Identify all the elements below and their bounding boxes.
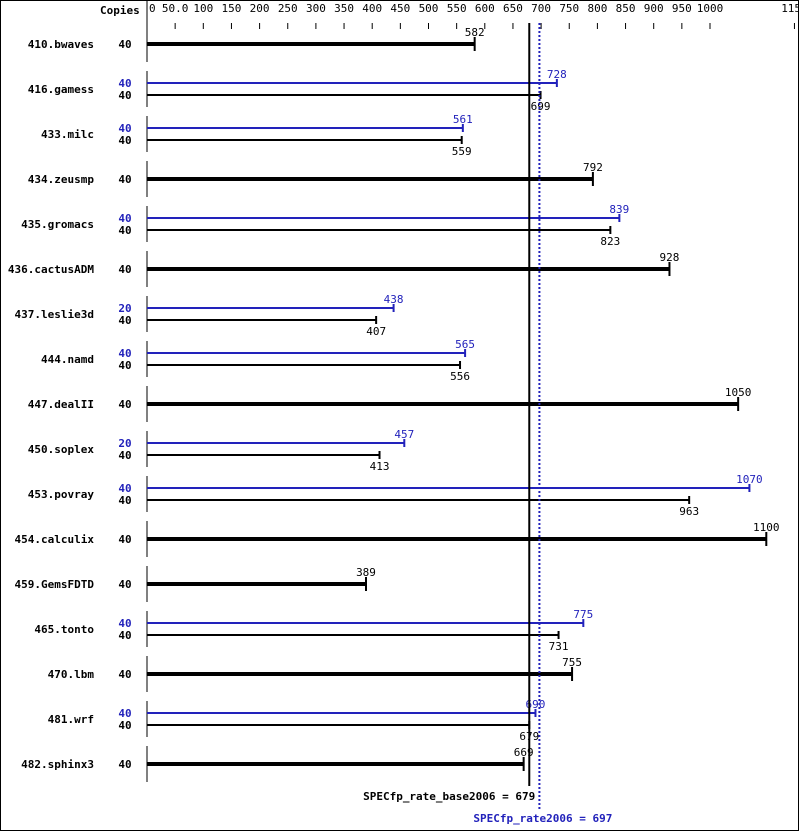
benchmark-label: 434.zeusmp xyxy=(28,173,95,186)
benchmark-label: 482.sphinx3 xyxy=(21,758,94,771)
base-value: 1050 xyxy=(725,386,752,399)
tick-label: 500 xyxy=(419,2,439,15)
base-copies: 40 xyxy=(118,578,131,591)
peak-copies: 40 xyxy=(118,77,131,90)
benchmark-label: 436.cactusADM xyxy=(8,263,94,276)
peak-value: 1070 xyxy=(736,473,763,486)
base-copies: 40 xyxy=(118,758,131,771)
peak-value: 438 xyxy=(384,293,404,306)
peak-summary: SPECfp_rate2006 = 697 xyxy=(473,812,612,825)
peak-copies: 40 xyxy=(118,482,131,495)
tick-label: 350 xyxy=(334,2,354,15)
peak-value: 839 xyxy=(609,203,629,216)
base-value: 669 xyxy=(514,746,534,759)
base-value: 699 xyxy=(531,100,551,113)
tick-label: 400 xyxy=(362,2,382,15)
tick-label: 50.0 xyxy=(162,2,189,15)
tick-label: 950 xyxy=(672,2,692,15)
tick-label: 250 xyxy=(278,2,298,15)
tick-label: 150 xyxy=(222,2,242,15)
peak-value: 565 xyxy=(455,338,475,351)
tick-label: 450 xyxy=(390,2,410,15)
benchmark-label: 453.povray xyxy=(28,488,95,501)
base-copies: 40 xyxy=(118,173,131,186)
base-copies: 40 xyxy=(118,533,131,546)
tick-label: 650 xyxy=(503,2,523,15)
benchmark-label: 444.namd xyxy=(41,353,94,366)
base-copies: 40 xyxy=(118,263,131,276)
base-copies: 40 xyxy=(118,668,131,681)
peak-copies: 40 xyxy=(118,707,131,720)
peak-copies: 40 xyxy=(118,122,131,135)
tick-label: 900 xyxy=(644,2,664,15)
tick-label: 600 xyxy=(475,2,495,15)
tick-label: 850 xyxy=(616,2,636,15)
tick-label: 300 xyxy=(306,2,326,15)
benchmark-label: 447.dealII xyxy=(28,398,94,411)
benchmark-label: 437.leslie3d xyxy=(15,308,94,321)
peak-copies: 40 xyxy=(118,617,131,630)
tick-label: 700 xyxy=(531,2,551,15)
peak-value: 728 xyxy=(547,68,567,81)
base-value: 413 xyxy=(370,460,390,473)
peak-copies: 40 xyxy=(118,212,131,225)
benchmark-label: 433.milc xyxy=(41,128,94,141)
base-value: 559 xyxy=(452,145,472,158)
tick-label: 550 xyxy=(447,2,467,15)
peak-copies: 20 xyxy=(118,437,131,450)
tick-label: 750 xyxy=(559,2,579,15)
tick-label: 1150 xyxy=(781,2,798,15)
base-copies: 40 xyxy=(118,359,131,372)
base-copies: 40 xyxy=(118,134,131,147)
peak-copies: 20 xyxy=(118,302,131,315)
peak-copies: 40 xyxy=(118,347,131,360)
base-value: 1100 xyxy=(753,521,780,534)
base-copies: 40 xyxy=(118,449,131,462)
base-value: 755 xyxy=(562,656,582,669)
base-value: 389 xyxy=(356,566,376,579)
peak-value: 561 xyxy=(453,113,473,126)
peak-value: 457 xyxy=(394,428,414,441)
base-copies: 40 xyxy=(118,89,131,102)
base-value: 963 xyxy=(679,505,699,518)
tick-label: 800 xyxy=(587,2,607,15)
benchmark-label: 470.lbm xyxy=(48,668,95,681)
benchmark-label: 454.calculix xyxy=(15,533,95,546)
benchmark-label: 450.soplex xyxy=(28,443,95,456)
base-copies: 40 xyxy=(118,38,131,51)
tick-label: 100 xyxy=(193,2,213,15)
base-copies: 40 xyxy=(118,224,131,237)
base-value: 582 xyxy=(465,26,485,39)
base-value: 731 xyxy=(549,640,569,653)
benchmark-label: 459.GemsFDTD xyxy=(15,578,95,591)
peak-value: 690 xyxy=(526,698,546,711)
benchmark-label: 410.bwaves xyxy=(28,38,94,51)
base-value: 928 xyxy=(660,251,680,264)
base-value: 792 xyxy=(583,161,603,174)
benchmark-label: 481.wrf xyxy=(48,713,94,726)
base-copies: 40 xyxy=(118,494,131,507)
benchmark-label: 435.gromacs xyxy=(21,218,94,231)
base-value: 823 xyxy=(600,235,620,248)
base-summary: SPECfp_rate_base2006 = 679 xyxy=(363,790,535,803)
copies-header: Copies xyxy=(100,4,140,17)
benchmark-label: 416.gamess xyxy=(28,83,94,96)
base-copies: 40 xyxy=(118,629,131,642)
benchmark-label: 465.tonto xyxy=(34,623,94,636)
base-copies: 40 xyxy=(118,314,131,327)
base-copies: 40 xyxy=(118,719,131,732)
base-value: 556 xyxy=(450,370,470,383)
peak-value: 775 xyxy=(573,608,593,621)
base-value: 407 xyxy=(366,325,386,338)
tick-label: 200 xyxy=(250,2,270,15)
tick-label: 0 xyxy=(149,2,156,15)
base-copies: 40 xyxy=(118,398,131,411)
tick-label: 1000 xyxy=(697,2,724,15)
